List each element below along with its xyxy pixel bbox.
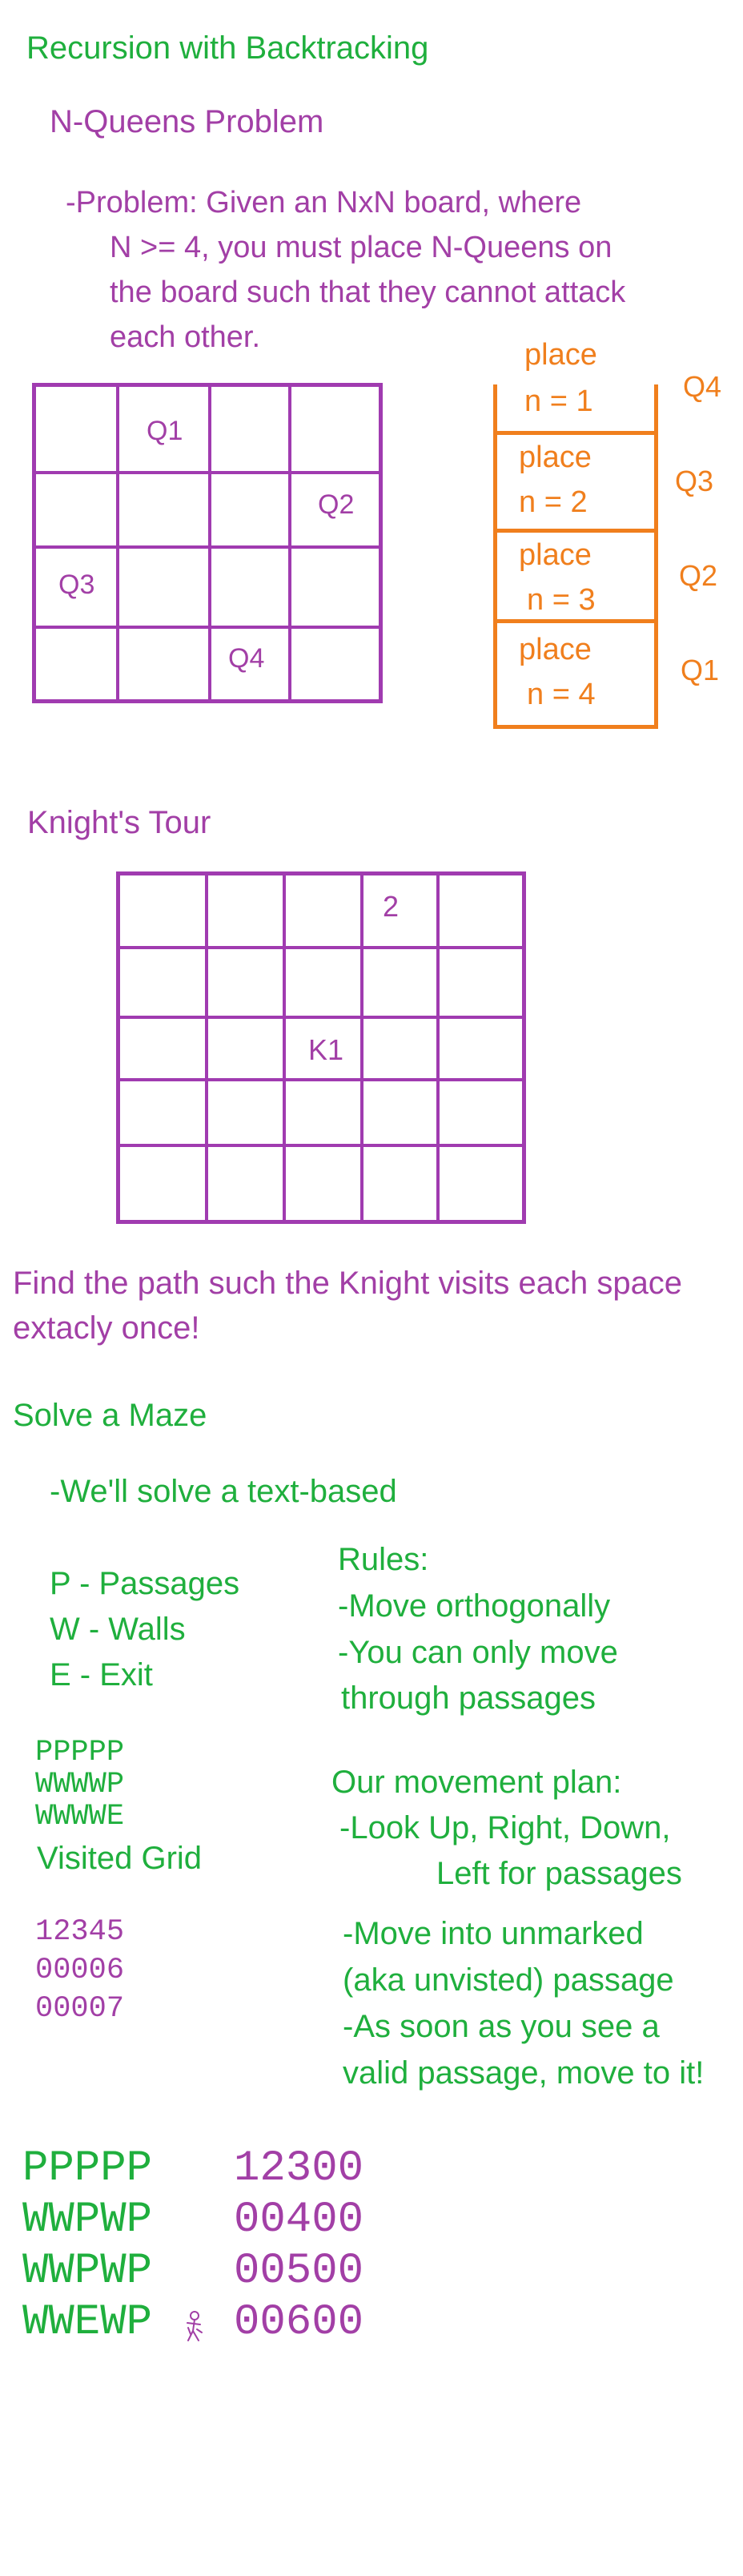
nqueens-board: Q1 Q2 Q3 Q4 (32, 383, 383, 703)
page-title: Recursion with Backtracking (26, 30, 429, 66)
queen-label-q2: Q2 (318, 489, 355, 520)
small-visited-row-3: 00007 (35, 1992, 125, 2026)
stack-frame-1-line2: n = 1 (524, 384, 593, 418)
stack-side (493, 384, 497, 729)
plan-step-3-cont: valid passage, move to it! (343, 2055, 705, 2091)
stack-queen-q3: Q3 (675, 465, 714, 497)
small-maze-row-2: WWWWP (35, 1768, 125, 1801)
board-line (120, 946, 522, 949)
stack-frame-3-line2: n = 3 (527, 583, 596, 617)
small-visited-row-2: 00006 (35, 1954, 125, 1987)
stack-frame-3-line1: place (519, 538, 592, 572)
big-visited-row-4: 00600 (234, 2298, 364, 2347)
board-line (36, 471, 379, 474)
knights-tour-goal-line-2: extacly once! (13, 1310, 200, 1346)
queen-label-q4: Q4 (228, 643, 265, 674)
stack-frame-2-line2: n = 2 (519, 485, 588, 519)
maze-heading: Solve a Maze (13, 1398, 207, 1433)
nqueens-problem-line-1: -Problem: Given an NxN board, where (66, 186, 582, 219)
stack-frame-4-line2: n = 4 (527, 678, 596, 711)
plan-step-2: -Move into unmarked (343, 1916, 644, 1951)
stack-divider (493, 529, 658, 533)
big-maze-row-2: WWPWP (22, 2196, 153, 2244)
queen-label-q3: Q3 (58, 570, 95, 600)
small-visited-row-1: 12345 (35, 1915, 125, 1949)
board-line (283, 875, 286, 1220)
big-visited-row-3: 00500 (234, 2247, 364, 2296)
small-maze-row-3: WWWWE (35, 1800, 125, 1833)
queen-label-q1: Q1 (147, 416, 183, 446)
small-maze-row-1: PPPPP (35, 1736, 125, 1769)
knights-tour-goal-line-1: Find the path such the Knight visits eac… (13, 1266, 683, 1301)
stack-queen-q2: Q2 (679, 559, 718, 592)
board-line (36, 626, 379, 629)
rule-2: -You can only move (338, 1635, 618, 1670)
rule-1: -Move orthogonally (338, 1588, 611, 1624)
plan-step-1-cont: Left for passages (436, 1856, 682, 1891)
stack-frame-2-line1: place (519, 441, 592, 474)
board-line (436, 875, 440, 1220)
big-visited-row-2: 00400 (234, 2196, 364, 2244)
stack-queen-q1: Q1 (681, 654, 720, 686)
nqueens-heading: N-Queens Problem (50, 104, 324, 139)
big-maze-row-3: WWPWP (22, 2247, 153, 2296)
board-line (288, 387, 291, 699)
knight-move-2-label: 2 (383, 890, 400, 923)
rule-3: through passages (341, 1680, 596, 1716)
nqueens-problem-line-4: each other. (110, 320, 261, 354)
board-line (116, 387, 119, 699)
plan-step-2-cont: (aka unvisted) passage (343, 1962, 674, 1998)
board-line (205, 875, 208, 1220)
board-line (360, 875, 363, 1220)
knights-tour-board: 2 K1 (116, 871, 526, 1224)
board-line (120, 1016, 522, 1019)
stack-divider (493, 431, 658, 435)
stack-divider (493, 619, 658, 623)
plan-heading: Our movement plan: (331, 1765, 622, 1800)
nqueens-problem-line-2: N >= 4, you must place N-Queens on (110, 231, 612, 264)
stack-queen-q4: Q4 (683, 370, 722, 403)
visited-grid-heading: Visited Grid (37, 1841, 203, 1876)
big-visited-row-1: 12300 (234, 2144, 364, 2193)
call-stack (493, 384, 658, 729)
stack-divider (493, 725, 658, 729)
maze-legend-passages: P - Passages (50, 1566, 240, 1601)
stack-side (654, 384, 658, 729)
knight-start-label: K1 (308, 1033, 344, 1066)
plan-step-1: -Look Up, Right, Down, (339, 1810, 671, 1845)
walker-doodle-icon (187, 2311, 203, 2341)
stack-frame-1-line1: place (524, 338, 597, 372)
board-line (120, 1144, 522, 1147)
rules-heading: Rules: (338, 1542, 429, 1577)
nqueens-problem-line-3: the board such that they cannot attack (110, 276, 626, 309)
knights-tour-heading: Knight's Tour (27, 805, 211, 840)
big-maze-row-4: WWEWP (22, 2298, 153, 2347)
maze-legend-walls: W - Walls (50, 1612, 186, 1647)
maze-legend-exit: E - Exit (50, 1657, 153, 1693)
board-line (120, 1078, 522, 1081)
board-line (208, 387, 211, 699)
big-maze-row-1: PPPPP (22, 2144, 153, 2193)
maze-intro: -We'll solve a text-based (50, 1474, 397, 1509)
plan-step-3: -As soon as you see a (343, 2009, 660, 2044)
stack-frame-4-line1: place (519, 633, 592, 666)
board-line (36, 545, 379, 549)
